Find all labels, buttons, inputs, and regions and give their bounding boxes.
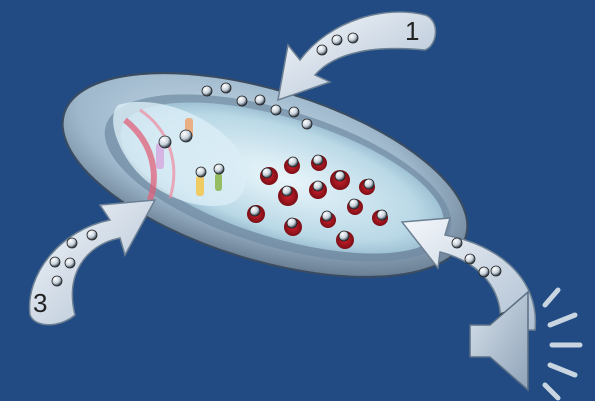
arrow-label-1: 1	[405, 16, 419, 46]
arrow-1: 1	[278, 12, 436, 100]
arrow-label-3: 3	[33, 288, 47, 318]
speaker-icon[interactable]	[470, 290, 580, 398]
arrow-3: 3	[30, 200, 155, 325]
